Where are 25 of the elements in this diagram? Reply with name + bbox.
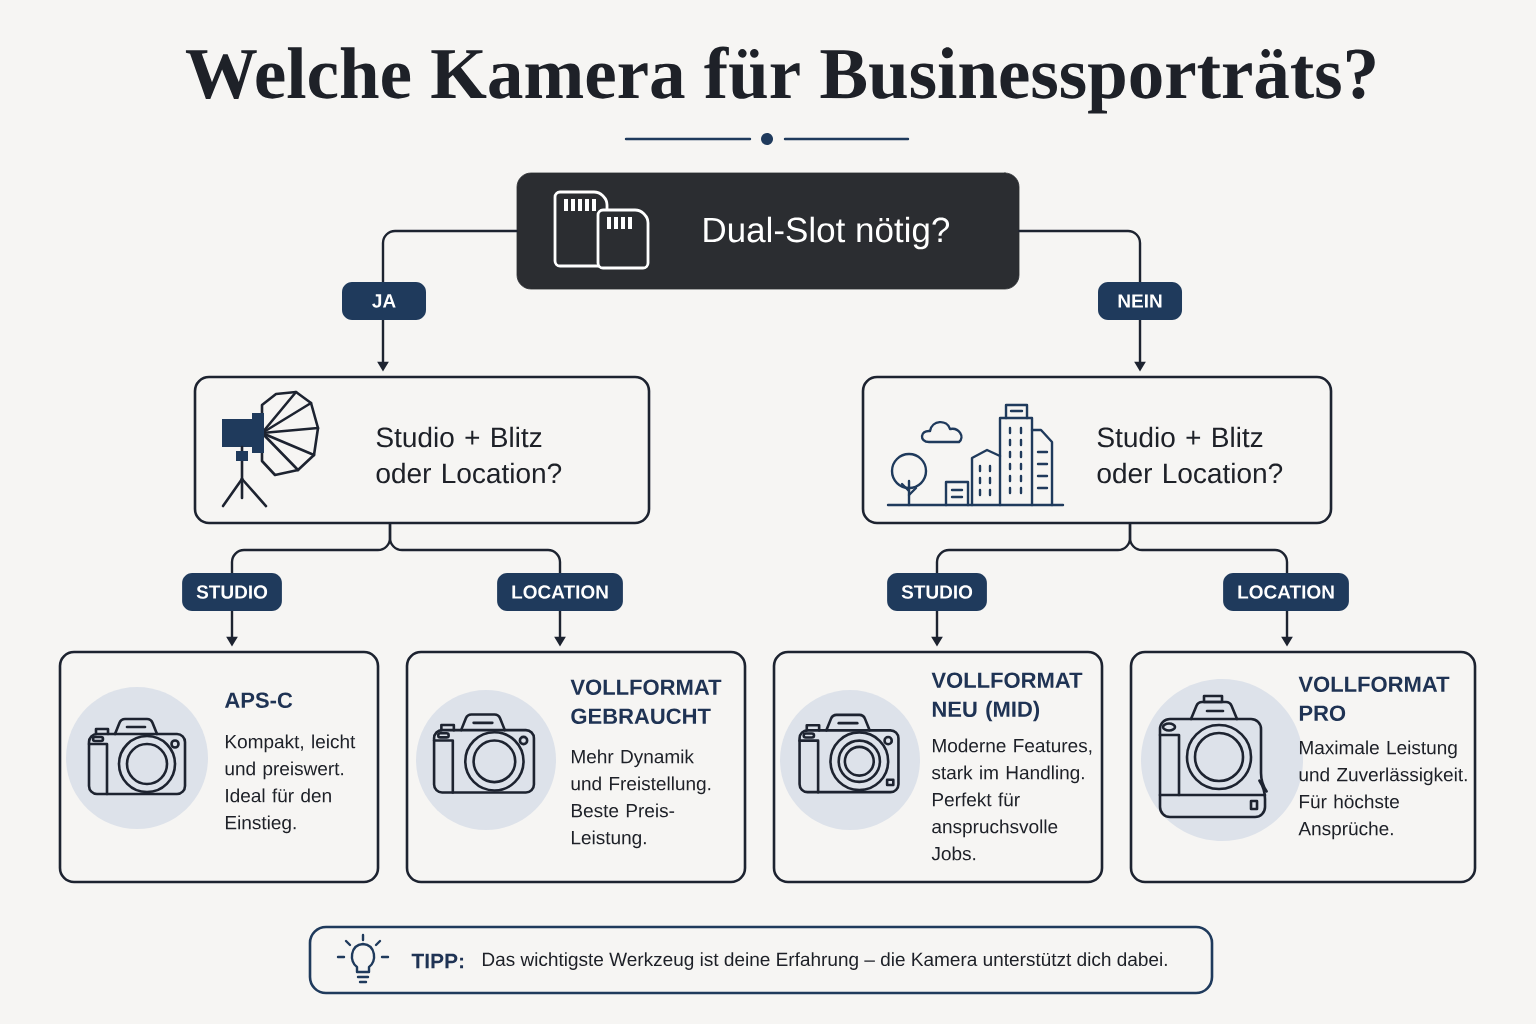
card-text: Kompakt, leicht und preiswert. Ideal für den Einstieg. — [225, 734, 356, 834]
result-card — [772, 650, 1104, 884]
title: Welche Kamera für Businessporträts? — [185, 46, 1375, 114]
edge-label: NEIN — [1098, 282, 1182, 320]
card-heading: VOLLFORMAT NEU (MID) — [931, 672, 1083, 722]
card-text: Mehr Dynamik und Freistellung. Beste Preis-Leistung. — [571, 749, 711, 849]
edge-label: LOCATION — [1223, 573, 1349, 611]
card-heading: VOLLFORMAT GEBRAUCHT — [570, 679, 722, 724]
edge-label: JA — [342, 282, 426, 320]
card-text: Moderne Features, stark im Handling. Perfekt für anspruchsvolle Jobs. — [931, 738, 1092, 861]
question-box: Studio + Blitz oder Location? — [193, 375, 651, 525]
edge-label: STUDIO — [887, 573, 987, 611]
question-box: Studio + Blitz oder Location? — [861, 375, 1333, 525]
tip-box — [308, 925, 1214, 995]
decision-box: Dual-Slot nötig? — [516, 172, 1020, 290]
card-text: Maximale Leistung und Zuverlässigkeit. Für höchste Ansprüche. — [1298, 740, 1467, 840]
result-card — [405, 650, 747, 884]
edge-label: LOCATION — [497, 573, 623, 611]
tip-text: Das wichtigste Werkzeug ist deine Erfahrung – die Kamera unterstützt dich dabei. — [483, 952, 1167, 970]
card-heading: VOLLFORMAT PRO — [1298, 676, 1450, 721]
edge-label: STUDIO — [182, 573, 282, 611]
result-card — [58, 650, 380, 884]
card-heading: APS-C — [224, 692, 293, 708]
result-card — [1129, 650, 1477, 884]
tip-heading: TIPP: — [411, 953, 464, 969]
